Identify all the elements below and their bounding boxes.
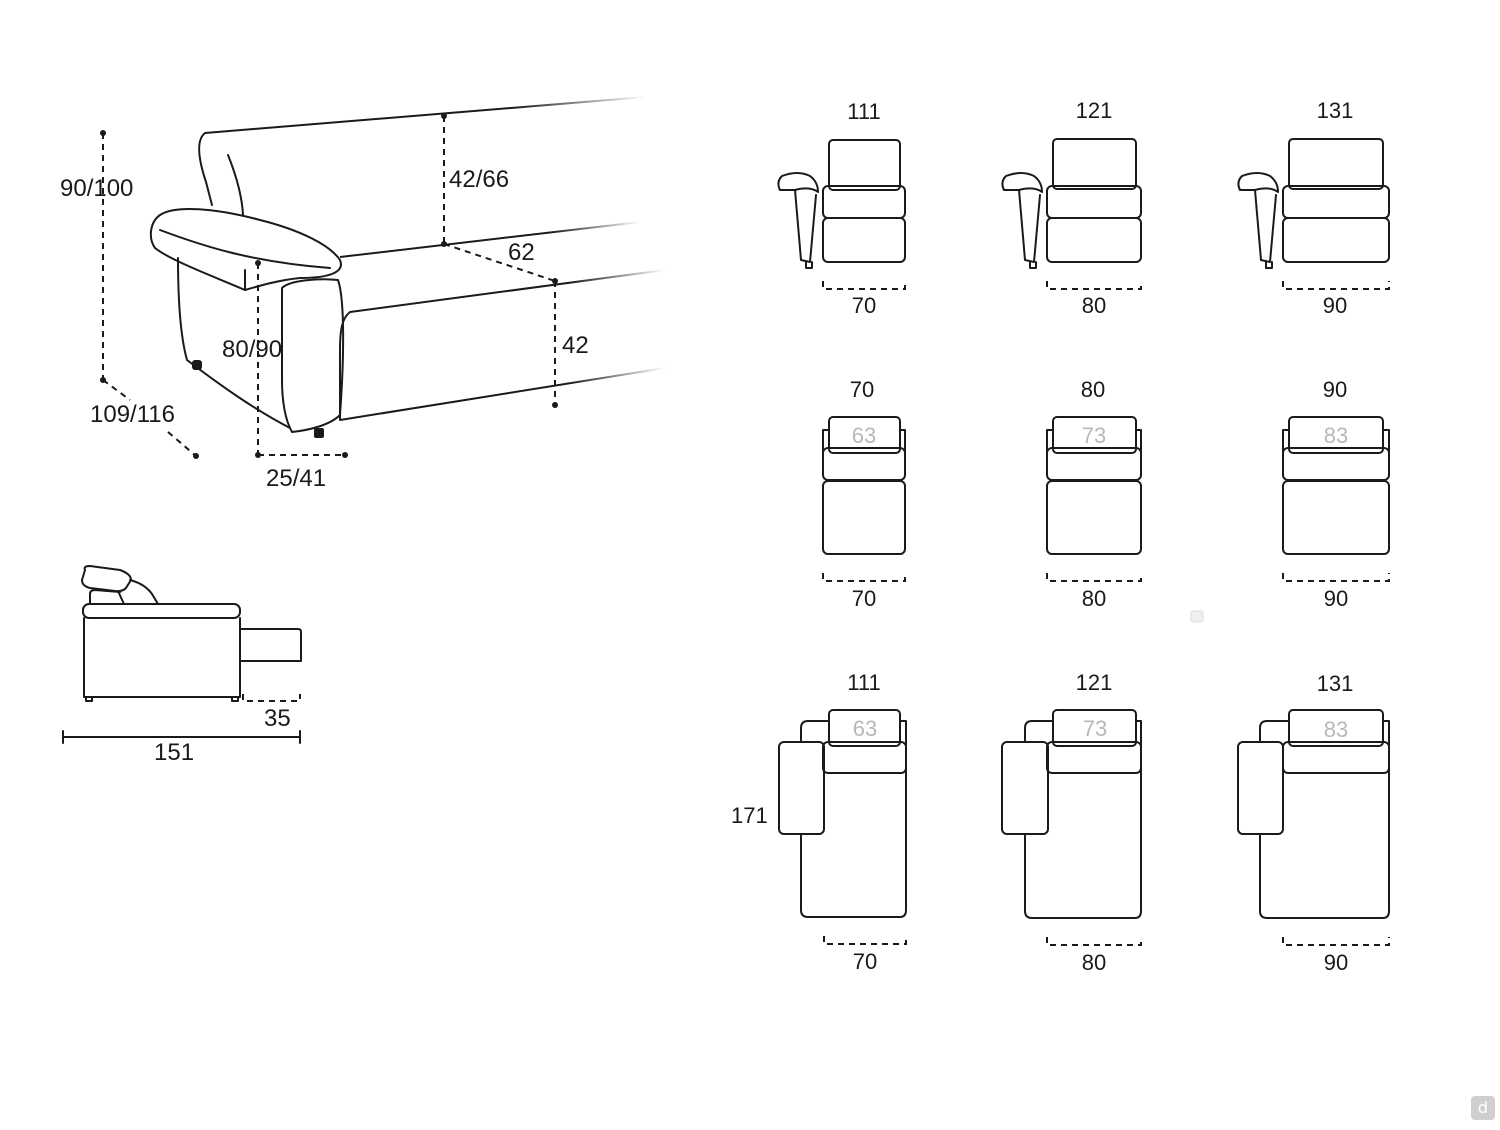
row3-seat-label-3: 83 — [1324, 717, 1348, 742]
row3-length-label: 171 — [731, 803, 768, 828]
module-70-view — [822, 416, 906, 582]
decorative-dot — [1190, 610, 1204, 623]
row2-top-label-3: 90 — [1323, 377, 1347, 402]
row3-bottom-label-2: 80 — [1082, 950, 1106, 975]
module-80-view — [1046, 416, 1142, 582]
row1-top-label-3: 131 — [1317, 98, 1354, 123]
extension-dim-line — [242, 694, 301, 702]
row3-seat-label-1: 63 — [853, 716, 877, 741]
row2-module-views: 70 63 70 80 73 80 90 83 90 — [822, 377, 1390, 611]
row1-bottom-label-3: 90 — [1323, 293, 1347, 318]
module-111-view — [777, 139, 906, 290]
total-length-dim-line — [62, 730, 301, 744]
backrest-side — [227, 154, 244, 216]
extension-label: 35 — [264, 705, 291, 732]
chaise-131-view — [1237, 709, 1390, 946]
row3-bottom-label-1: 70 — [853, 949, 877, 974]
row1-module-views: 111 70 121 80 131 90 — [777, 98, 1390, 318]
row1-bottom-label-1: 70 — [852, 293, 876, 318]
row3-top-label-3: 131 — [1317, 671, 1354, 696]
side-view-drawing: 35 151 — [62, 565, 302, 766]
depth-dim-line-a — [102, 379, 131, 401]
total-length-label: 151 — [154, 739, 194, 766]
seat-front-top — [349, 269, 666, 313]
chaise-121-view — [1001, 709, 1142, 946]
module-90-view — [1282, 416, 1390, 582]
sofa-perspective-drawing: 90/100 109/116 80/90 25/41 42/66 62 42 — [60, 96, 666, 492]
row2-seat-label-3: 83 — [1324, 423, 1348, 448]
row1-top-label-2: 121 — [1076, 98, 1113, 123]
row2-seat-label-2: 73 — [1082, 423, 1106, 448]
row3-bottom-label-3: 90 — [1324, 950, 1348, 975]
row1-top-label-1: 111 — [847, 99, 880, 124]
seat-depth-dim-line — [443, 243, 556, 282]
backrest-block — [82, 603, 241, 619]
row2-bottom-label-1: 70 — [852, 586, 876, 611]
seat-back-line — [339, 221, 641, 258]
row2-top-label-2: 80 — [1081, 377, 1105, 402]
seat-body-side — [83, 617, 241, 698]
depth-label: 109/116 — [90, 401, 175, 428]
chaise-111-view — [778, 709, 907, 945]
backrest-edge — [198, 132, 213, 206]
arm-width-label: 25/41 — [266, 465, 326, 492]
row3-module-views: 111 63 70 121 73 80 131 83 90 171 — [731, 670, 1390, 975]
seat-cushion-front — [339, 311, 351, 421]
row3-seat-label-2: 73 — [1083, 716, 1107, 741]
row2-bottom-label-2: 80 — [1082, 586, 1106, 611]
module-131-view — [1237, 138, 1390, 290]
row3-top-label-2: 121 — [1076, 670, 1113, 695]
armrest-seam — [159, 229, 331, 269]
sofa-foot-back — [192, 360, 202, 370]
armrest-top — [149, 208, 342, 291]
back-height-label: 42/66 — [449, 166, 509, 193]
footrest-extension — [239, 628, 302, 662]
row3-top-label-1: 111 — [847, 670, 880, 695]
height-label: 90/100 — [60, 175, 133, 202]
module-121-view — [1001, 138, 1142, 290]
watermark-logo: d — [1471, 1096, 1495, 1120]
sofa-foot-front — [314, 428, 324, 438]
row2-bottom-label-3: 90 — [1324, 586, 1348, 611]
arm-height-label: 80/90 — [222, 336, 282, 363]
headrest-shape — [81, 565, 132, 593]
armrest-body-outer — [177, 257, 291, 429]
seat-depth-label: 62 — [508, 239, 535, 266]
row2-top-label-1: 70 — [850, 377, 874, 402]
seat-front-bottom — [339, 367, 666, 421]
row1-bottom-label-2: 80 — [1082, 293, 1106, 318]
armrest-front — [281, 278, 345, 433]
row2-seat-label-1: 63 — [852, 423, 876, 448]
depth-dim-line-b — [167, 431, 197, 457]
seat-height-label: 42 — [562, 332, 589, 359]
backrest-top-line — [204, 96, 646, 134]
